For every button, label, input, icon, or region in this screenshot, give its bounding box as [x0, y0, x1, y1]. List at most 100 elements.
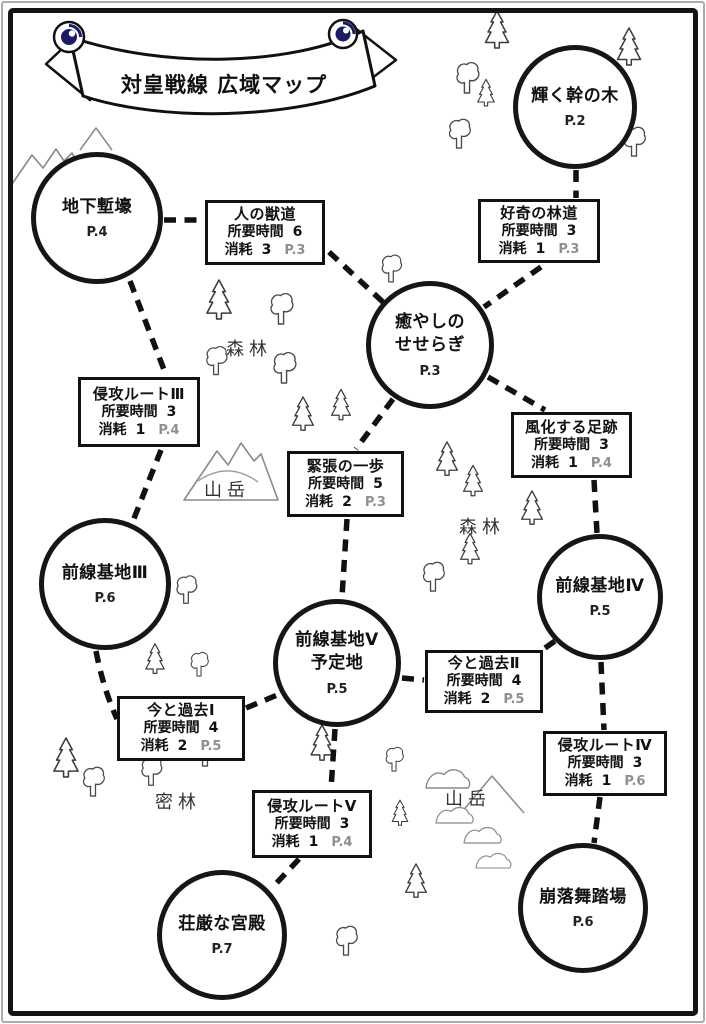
route-name: 人の獣道 — [233, 205, 296, 223]
location-node-collapsed-ballroom: 崩落舞踏場 P.6 — [518, 843, 648, 973]
location-node-shining-trunk: 輝く幹の木 P.2 — [513, 45, 637, 169]
location-page-ref: P.3 — [419, 363, 441, 379]
route-duration-value: 3 — [339, 815, 350, 832]
route-page-ref: P.4 — [331, 834, 353, 850]
conifer-tree-icon — [291, 396, 315, 431]
map-title: 対皇戦線 広域マップ — [120, 73, 328, 97]
location-node-frontline-base-4: 前線基地Ⅳ P.5 — [537, 534, 663, 660]
location-node-frontline-base-3: 前線基地Ⅲ P.6 — [39, 518, 171, 650]
banner-right-curl-arc — [342, 21, 356, 35]
location-name: 荘厳な宮殿 — [178, 913, 266, 934]
route-duration-label: 所要時間 — [534, 436, 591, 453]
area-label-mountains: 山岳 — [204, 480, 250, 501]
route-cost-value: 3 — [261, 242, 272, 259]
location-page-ref: P.6 — [572, 915, 594, 931]
broadleaf-tree-icon — [448, 118, 471, 149]
route-connector-line — [93, 650, 120, 721]
conifer-tree-icon — [310, 724, 334, 761]
route-name: 今と過去Ⅰ — [146, 701, 216, 719]
route-name: 侵攻ルートⅢ — [92, 384, 186, 403]
route-cost-label: 消耗 — [443, 691, 472, 708]
location-name: 前線基地Ⅲ — [61, 562, 149, 583]
conifer-tree-icon — [404, 863, 428, 898]
route-cost-label: 消耗 — [271, 833, 300, 850]
broadleaf-tree-icon — [270, 292, 294, 325]
route-duration-value: 5 — [373, 475, 383, 492]
banner-left-curl-highlight — [68, 30, 76, 37]
broadleaf-tree-icon — [335, 925, 358, 956]
location-node-frontline-base-5-planned: 前線基地Ⅴ 予定地 P.5 — [273, 599, 401, 727]
route-page-ref: P.3 — [364, 494, 386, 510]
banner-left-curl-arc — [68, 24, 82, 38]
conifer-tree-icon — [616, 27, 642, 66]
location-name: 癒やしの せせらぎ — [395, 312, 465, 355]
route-duration-value: 3 — [599, 436, 609, 453]
broadleaf-tree-icon — [141, 757, 163, 786]
broadleaf-tree-icon — [82, 766, 105, 797]
route-cost-value: 1 — [135, 421, 146, 438]
conifer-tree-icon — [391, 799, 409, 826]
route-duration: 所要時間 3 — [534, 437, 609, 455]
route-duration-value: 4 — [511, 673, 522, 690]
route-name: 好奇の林道 — [500, 203, 578, 222]
route-cost-value: 1 — [308, 833, 319, 850]
conifer-tree-icon — [484, 10, 510, 49]
route-cost-label: 消耗 — [98, 421, 127, 438]
broadleaf-tree-icon — [456, 61, 480, 94]
area-label-jungle: 密林 — [155, 792, 201, 813]
route-page-ref: P.3 — [284, 243, 306, 259]
route-connector-line — [486, 374, 547, 413]
route-duration-label: 所要時間 — [501, 222, 558, 239]
route-duration-label: 所要時間 — [101, 403, 158, 420]
route-duration-label: 所要時間 — [227, 224, 284, 241]
broadleaf-tree-icon — [273, 351, 297, 384]
conifer-tree-icon — [53, 737, 79, 778]
location-name: 前線基地Ⅴ 予定地 — [295, 630, 379, 673]
conifer-tree-icon — [520, 490, 544, 525]
location-page-ref: P.4 — [86, 225, 108, 241]
route-connector-line — [591, 796, 603, 844]
broadleaf-tree-icon — [422, 561, 445, 592]
area-label-forest-2: 森林 — [459, 517, 505, 538]
route-page-ref: P.6 — [624, 774, 646, 790]
route-connector-line — [591, 479, 600, 534]
route-cost: 消耗 3 P.3 — [225, 242, 306, 260]
banner-right-curl-highlight — [343, 27, 349, 34]
banner-left-curl-spiral — [61, 29, 77, 45]
route-duration-label: 所要時間 — [143, 720, 200, 737]
route-duration-value: 3 — [166, 403, 177, 420]
route-cost-label: 消耗 — [224, 242, 253, 259]
route-duration-label: 所要時間 — [567, 755, 624, 772]
route-cost-label: 消耗 — [305, 493, 334, 510]
conifer-tree-icon — [462, 464, 484, 497]
route-name: 今と過去Ⅱ — [447, 654, 521, 672]
route-connector-line — [327, 249, 386, 306]
location-name: 地下塹壕 — [62, 196, 132, 217]
location-node-majestic-palace: 荘厳な宮殿 P.7 — [157, 870, 287, 1000]
broadleaf-tree-icon — [206, 345, 228, 376]
conifer-tree-icon — [330, 388, 352, 421]
route-connector-line — [401, 675, 425, 683]
conifer-tree-icon — [477, 78, 495, 107]
route-cost-label: 消耗 — [140, 738, 169, 755]
route-page-ref: P.5 — [200, 739, 222, 755]
route-duration-value: 4 — [208, 720, 219, 737]
location-name: 前線基地Ⅳ — [555, 575, 645, 596]
route-name: 風化する足跡 — [524, 417, 618, 436]
route-duration: 所要時間 4 — [144, 720, 219, 738]
route-cost-label: 消耗 — [498, 240, 527, 257]
location-page-ref: P.5 — [326, 681, 348, 697]
route-cost-label: 消耗 — [531, 454, 560, 471]
hill-icon — [463, 826, 502, 844]
